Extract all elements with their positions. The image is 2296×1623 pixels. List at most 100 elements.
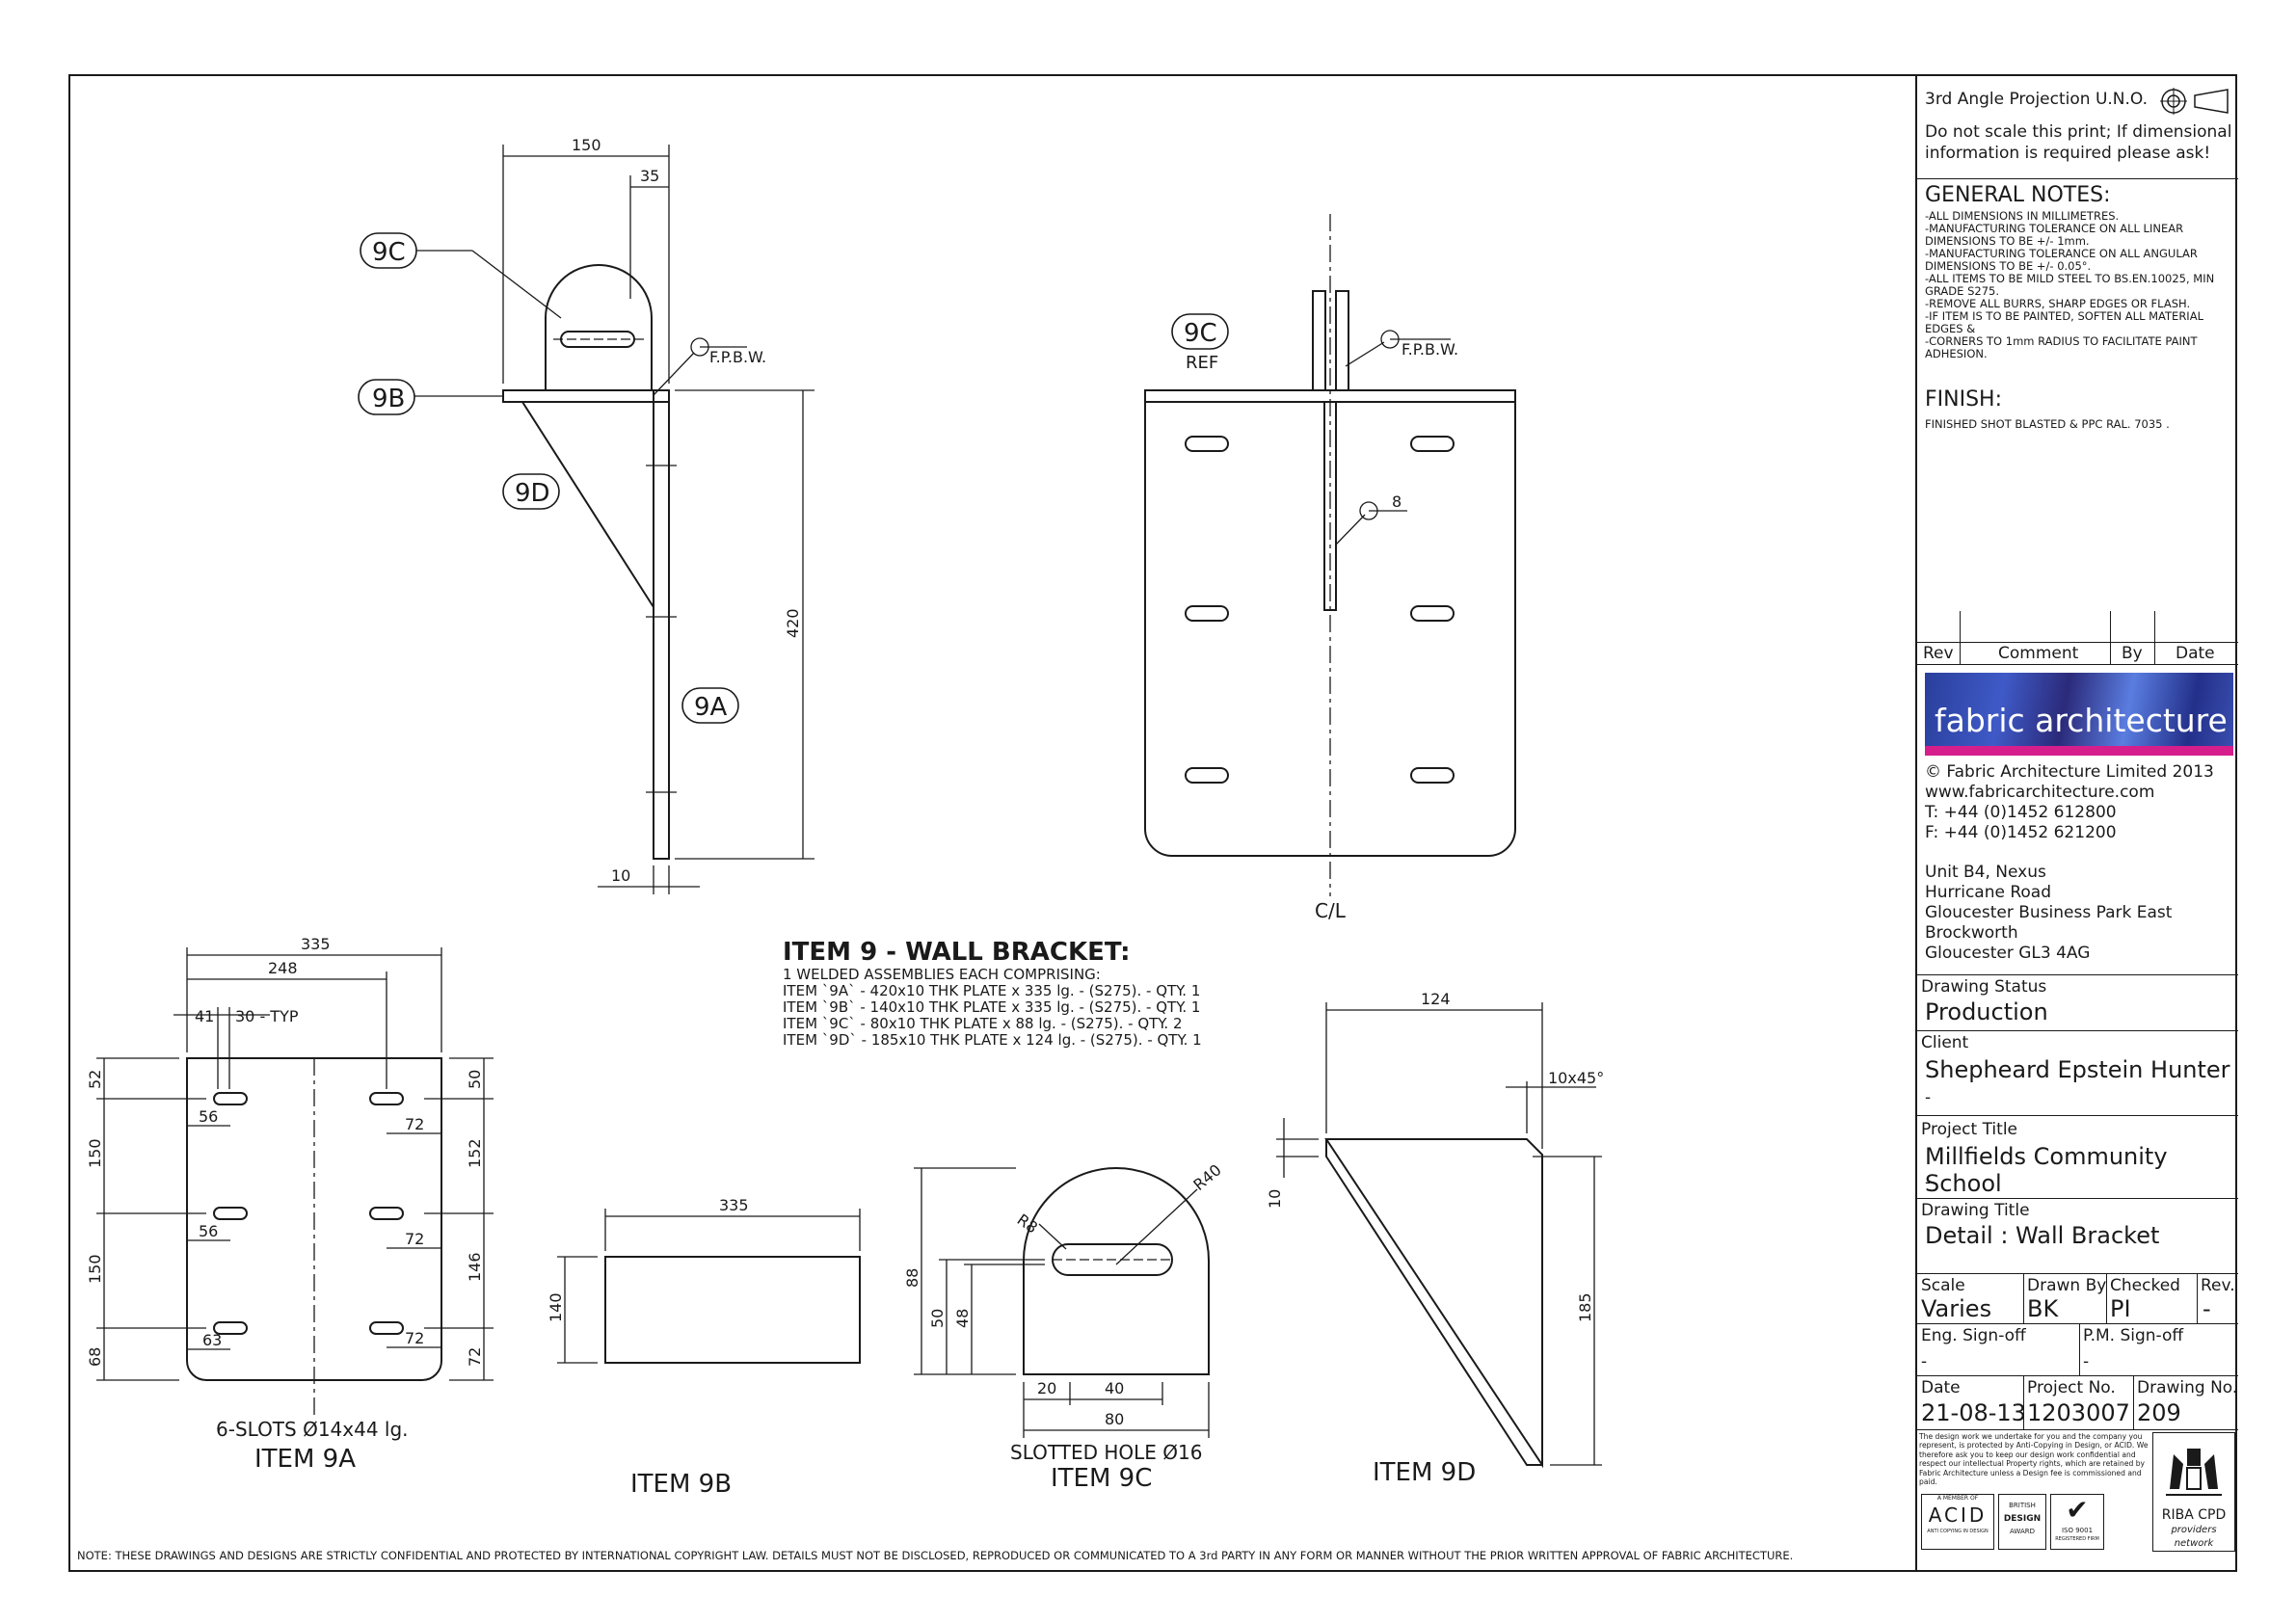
drawing-title-value: Detail : Wall Bracket xyxy=(1925,1222,2160,1249)
item-9b: 335 140 ITEM 9B xyxy=(547,1196,861,1499)
svg-text:9A: 9A xyxy=(694,693,728,722)
general-note: -CORNERS TO 1mm RADIUS TO FACILITATE PAI… xyxy=(1925,334,2198,360)
checked-label: Checked xyxy=(2110,1276,2180,1295)
general-note: -IF ITEM IS TO BE PAINTED, SOFTEN ALL MA… xyxy=(1925,309,2203,335)
company-logo: fabric architecture xyxy=(1925,673,2233,756)
balloon-9a-side: 9A xyxy=(681,687,739,724)
item-9a-note: 6-SLOTS Ø14x44 lg. xyxy=(216,1418,409,1441)
slot-front-1 xyxy=(1185,436,1229,452)
lug-9c-side xyxy=(545,264,653,390)
lug-9c-front-left xyxy=(1312,290,1326,391)
project-title-label: Project Title xyxy=(1921,1120,2017,1139)
dim-9c-48: 48 xyxy=(953,1309,972,1328)
front-view: C/L F.P.B.W. 8 9C REF xyxy=(1144,214,1516,922)
plate-9c-flat xyxy=(1023,1167,1210,1375)
item-9d-title: ITEM 9D xyxy=(1373,1458,1476,1487)
lug-9c-front-right xyxy=(1335,290,1349,391)
scale-warning: Do not scale this print; If dimensional … xyxy=(1925,122,2232,163)
plate-9d-flat xyxy=(1324,1138,1543,1469)
assembly-line-1: 1 WELDED ASSEMBLIES EACH COMPRISING: xyxy=(783,966,1101,983)
assembly-line-2: ITEM `9A` - 420x10 THK PLATE x 335 lg. -… xyxy=(783,982,1200,999)
projection-label: 3rd Angle Projection U.N.O. xyxy=(1925,90,2149,109)
dim-9a-56a: 56 xyxy=(199,1107,218,1126)
acid-disclaimer: The design work we undertake for you and… xyxy=(1919,1432,2149,1487)
eng-signoff-value: - xyxy=(1921,1352,1928,1371)
dim-9a-left-150b: 150 xyxy=(86,1254,104,1284)
svg-text:REF: REF xyxy=(1186,353,1218,373)
dim-150-side: 150 xyxy=(572,136,601,154)
slot-front-3 xyxy=(1185,605,1229,622)
assembly-line-3: ITEM `9B` - 140x10 THK PLATE x 335 lg. -… xyxy=(783,998,1200,1016)
checkmark-icon: ✔ xyxy=(2066,1494,2089,1526)
project-title-sub: - xyxy=(1925,1173,1932,1192)
checked-value: PI xyxy=(2110,1295,2131,1322)
drawing-title-section: Drawing Title Detail : Wall Bracket xyxy=(1917,1199,2238,1274)
dim-9c-40: 40 xyxy=(1105,1379,1124,1397)
general-notes-section: GENERAL NOTES: -ALL DIMENSIONS IN MILLIM… xyxy=(1917,179,2238,665)
plate-9a-side xyxy=(653,389,670,860)
drawn-by-value: BK xyxy=(2027,1295,2059,1322)
dim-9d-chamfer: 10x45° xyxy=(1548,1069,1604,1087)
dim-9a-left-150a: 150 xyxy=(86,1138,104,1168)
rev-label: Rev. xyxy=(2201,1276,2235,1295)
address-line: Unit B4, Nexus xyxy=(1925,863,2046,882)
svg-text:9B: 9B xyxy=(372,385,405,413)
dim-9a-right-146: 146 xyxy=(466,1252,484,1282)
drawn-by-label: Drawn By xyxy=(2027,1276,2107,1295)
balloon-9b-side: 9B xyxy=(358,379,503,415)
pm-signoff-value: - xyxy=(2083,1352,2090,1371)
side-view: F.P.B.W. 150 35 420 10 9C 9B xyxy=(358,136,814,894)
company-tel: T: +44 (0)1452 612800 xyxy=(1925,803,2117,822)
company-website[interactable]: www.fabricarchitecture.com xyxy=(1925,783,2155,802)
drawing-no-label: Drawing No. xyxy=(2137,1378,2238,1397)
client-label: Client xyxy=(1921,1033,1969,1052)
slot-9a-2 xyxy=(369,1092,404,1105)
dim-9a-72b: 72 xyxy=(405,1230,424,1248)
pm-signoff-label: P.M. Sign-off xyxy=(2083,1326,2184,1345)
weld-label-side: F.P.B.W. xyxy=(709,348,766,366)
item-9c-note: SLOTTED HOLE Ø16 xyxy=(1010,1441,1202,1464)
general-note: -MANUFACTURING TOLERANCE ON ALL LINEAR D… xyxy=(1925,222,2184,248)
gusset-9d-side xyxy=(521,401,654,611)
slot-9a-5 xyxy=(213,1321,248,1335)
signoff-row: Eng. Sign-off - P.M. Sign-off - xyxy=(1917,1324,2238,1376)
british-design-award-badge: BRITISH DESIGN AWARD xyxy=(1998,1494,2046,1550)
badges-section: The design work we undertake for you and… xyxy=(1917,1430,2238,1571)
item-9c-title: ITEM 9C xyxy=(1051,1464,1152,1493)
general-note: -MANUFACTURING TOLERANCE ON ALL ANGULAR … xyxy=(1925,247,2198,273)
finish-title: FINISH: xyxy=(1925,387,2003,412)
confidentiality-notice: NOTE: THESE DRAWINGS AND DESIGNS ARE STR… xyxy=(77,1549,1793,1562)
riba-cpd-badge: RIBA CPD providers network xyxy=(2152,1432,2235,1552)
slot-front-2 xyxy=(1410,436,1455,452)
sheet-border xyxy=(68,74,2237,1572)
dim-9a-41: 41 xyxy=(195,1007,214,1025)
date-value: 21-08-13 xyxy=(1921,1399,2026,1426)
dim-9b-140: 140 xyxy=(547,1292,565,1322)
slot-9a-1 xyxy=(213,1092,248,1105)
drawing-status-value: Production xyxy=(1925,998,2048,1025)
drawing-title-label: Drawing Title xyxy=(1921,1201,2030,1220)
dim-9a-left-68: 68 xyxy=(86,1347,104,1367)
company-section: fabric architecture © Fabric Architectur… xyxy=(1917,665,2238,975)
drawing-no-value: 209 xyxy=(2137,1399,2181,1426)
scale-label: Scale xyxy=(1921,1276,1965,1295)
item-9b-title: ITEM 9B xyxy=(630,1470,732,1499)
iso-9001-badge: ✔ ISO 9001 REGISTERED FIRM xyxy=(2050,1494,2104,1550)
client-section: Client Shepheard Epstein Hunter - xyxy=(1917,1031,2238,1116)
item-9d: 124 10x45° 10 185 ITEM 9D xyxy=(1266,990,1604,1487)
plate-9a-flat xyxy=(186,1057,442,1381)
dim-9c-50: 50 xyxy=(928,1309,947,1328)
scale-row: Scale Varies Drawn By BK Checked PI Rev.… xyxy=(1917,1274,2238,1324)
svg-text:9C: 9C xyxy=(372,238,406,267)
balloon-9d-side: 9D xyxy=(502,473,560,510)
dim-9a-72a: 72 xyxy=(405,1115,424,1133)
dim-9c-80: 80 xyxy=(1105,1410,1124,1428)
plate-9b-side xyxy=(502,389,670,403)
general-note: -ALL DIMENSIONS IN MILLIMETRES. xyxy=(1925,209,2120,223)
slot-9a-6 xyxy=(369,1321,404,1335)
company-fax: F: +44 (0)1452 621200 xyxy=(1925,823,2117,842)
slot-front-4 xyxy=(1410,605,1455,622)
dim-420-side: 420 xyxy=(784,608,802,638)
company-copyright: © Fabric Architecture Limited 2013 xyxy=(1925,762,2214,782)
